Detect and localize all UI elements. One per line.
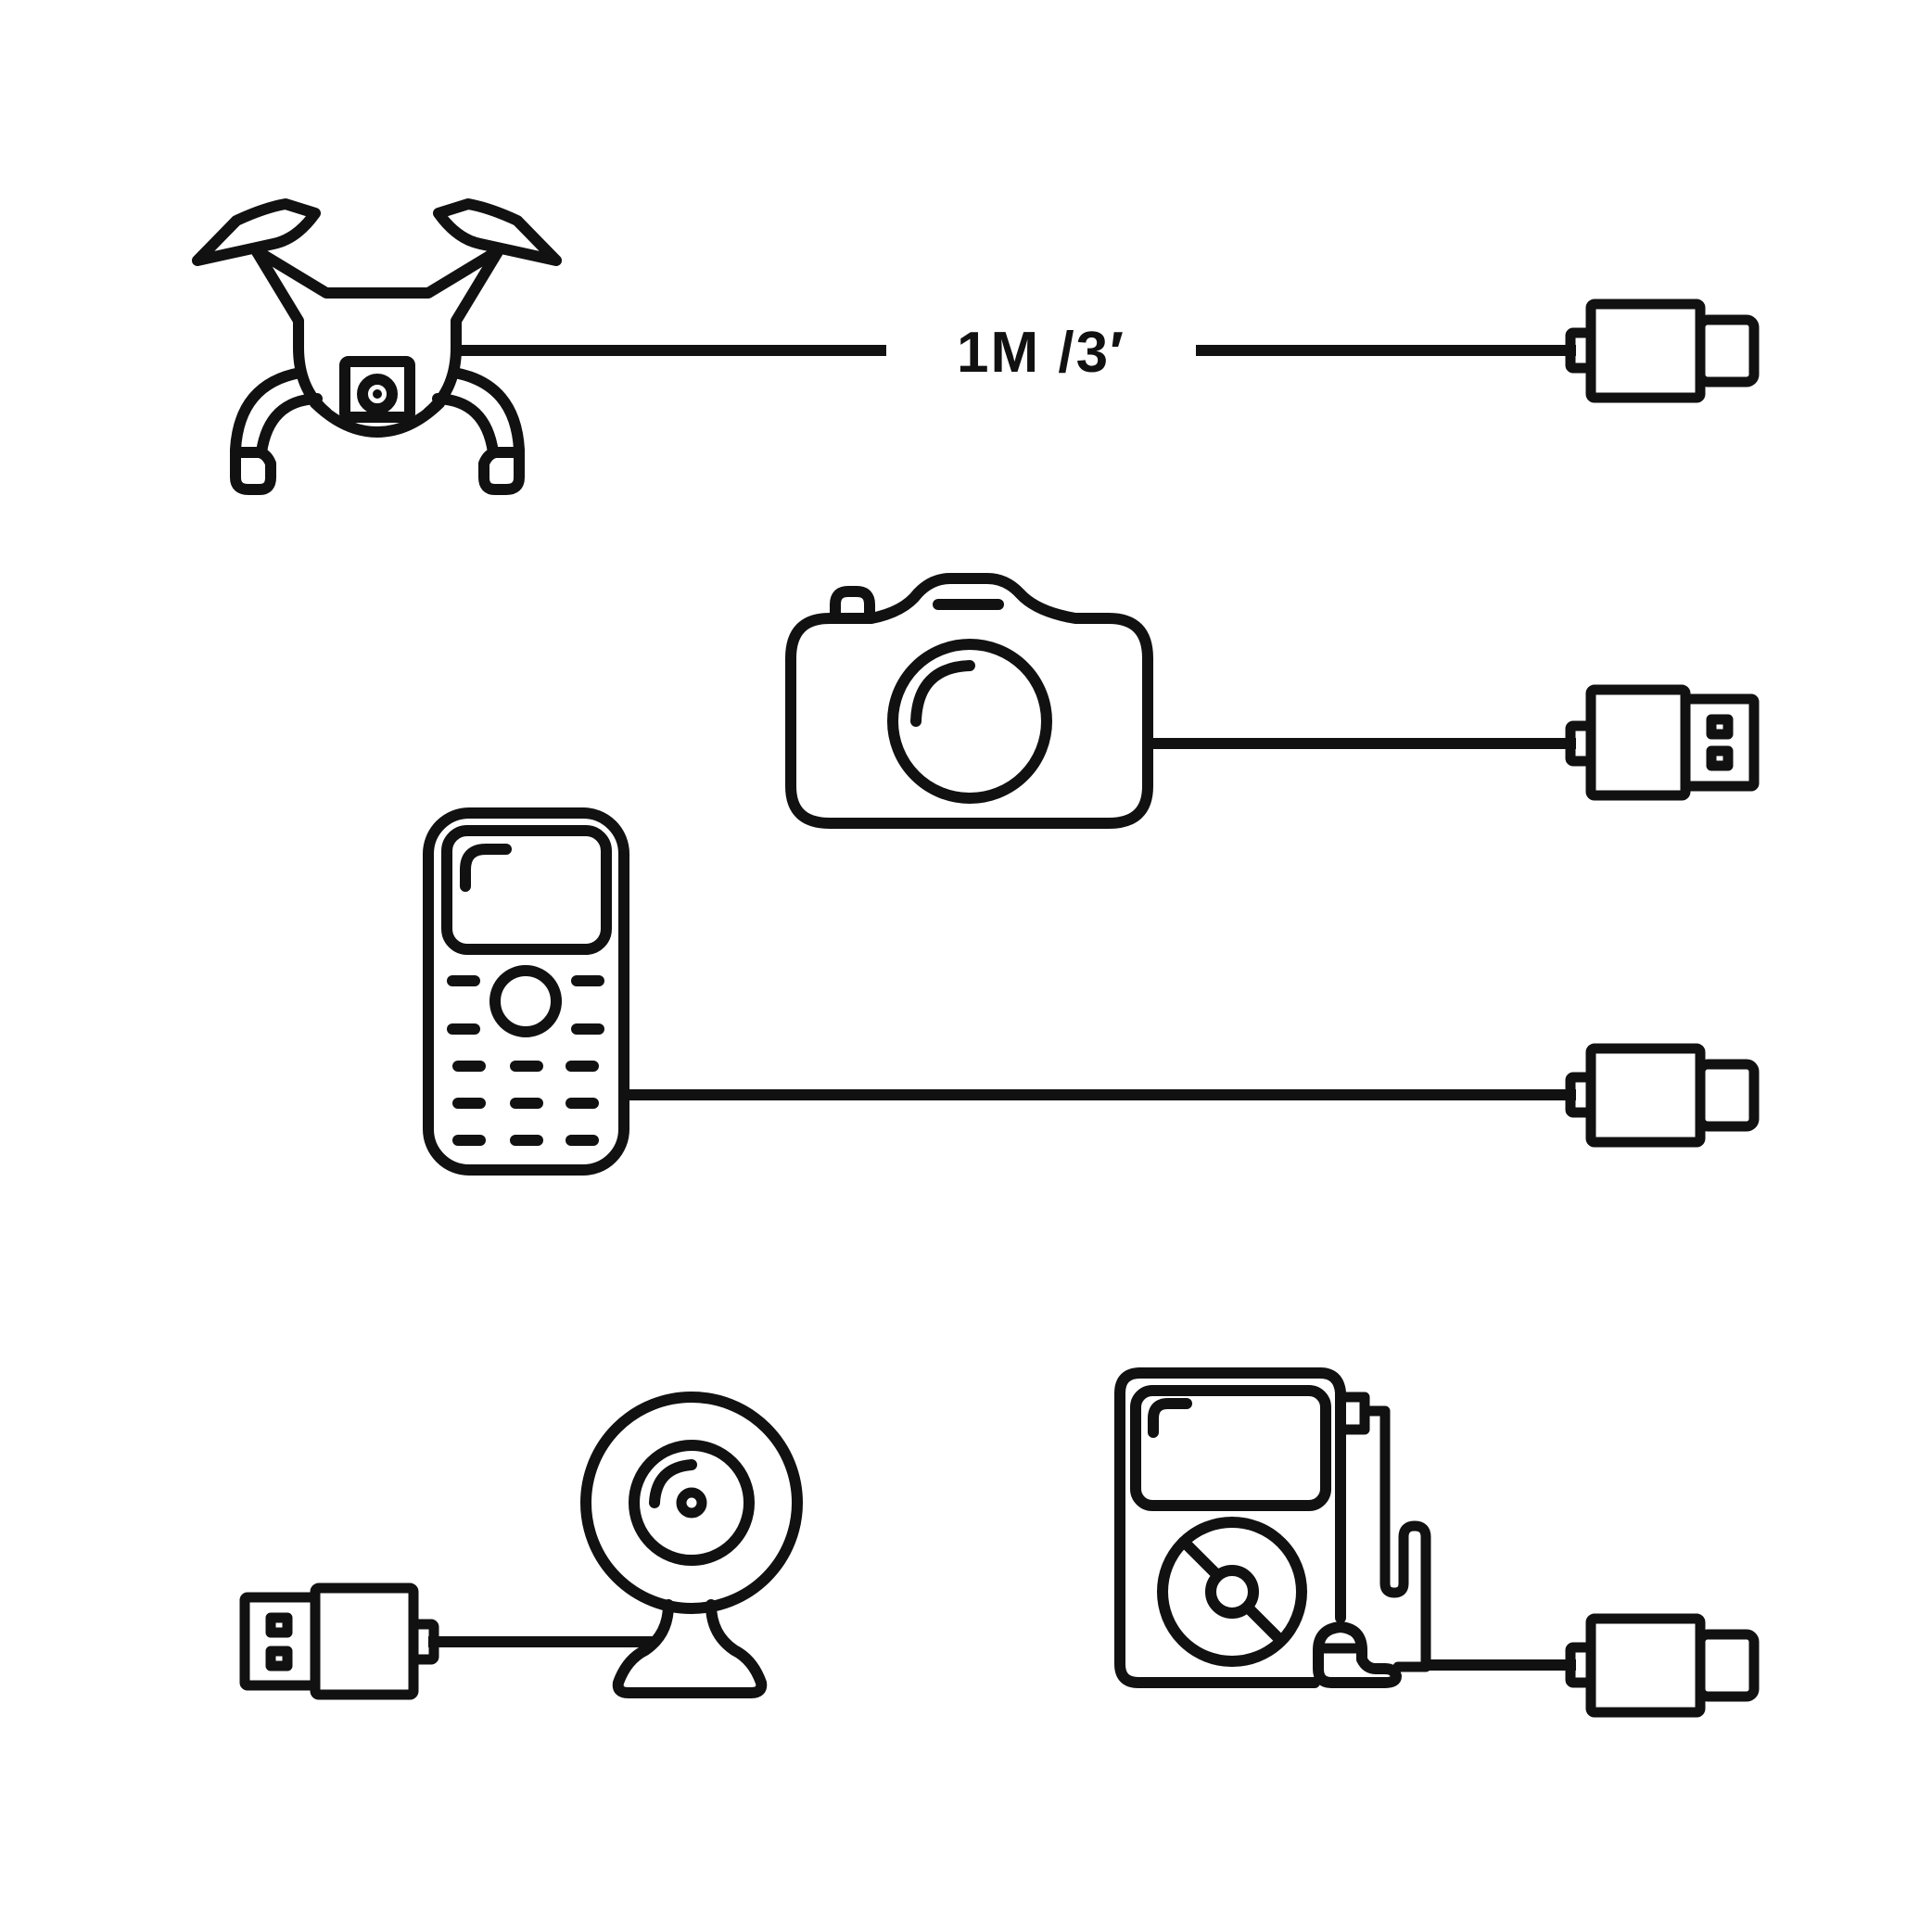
drone-icon: [192, 198, 562, 495]
usb-c-plug-icon: [1565, 299, 1760, 403]
usb-a-plug-icon: [239, 1582, 439, 1700]
cable-length-label: 1M /3′: [957, 321, 1125, 385]
audio-recorder-icon: [423, 807, 629, 1176]
usb-c-plug-icon: [1565, 1043, 1760, 1148]
usb-a-plug-icon: [1565, 684, 1760, 801]
webcam-icon: [580, 1392, 803, 1698]
usb-c-plug-icon: [1565, 1613, 1760, 1718]
camera-icon: [785, 573, 1153, 829]
portable-cd-player-icon: [1114, 1367, 1431, 1688]
